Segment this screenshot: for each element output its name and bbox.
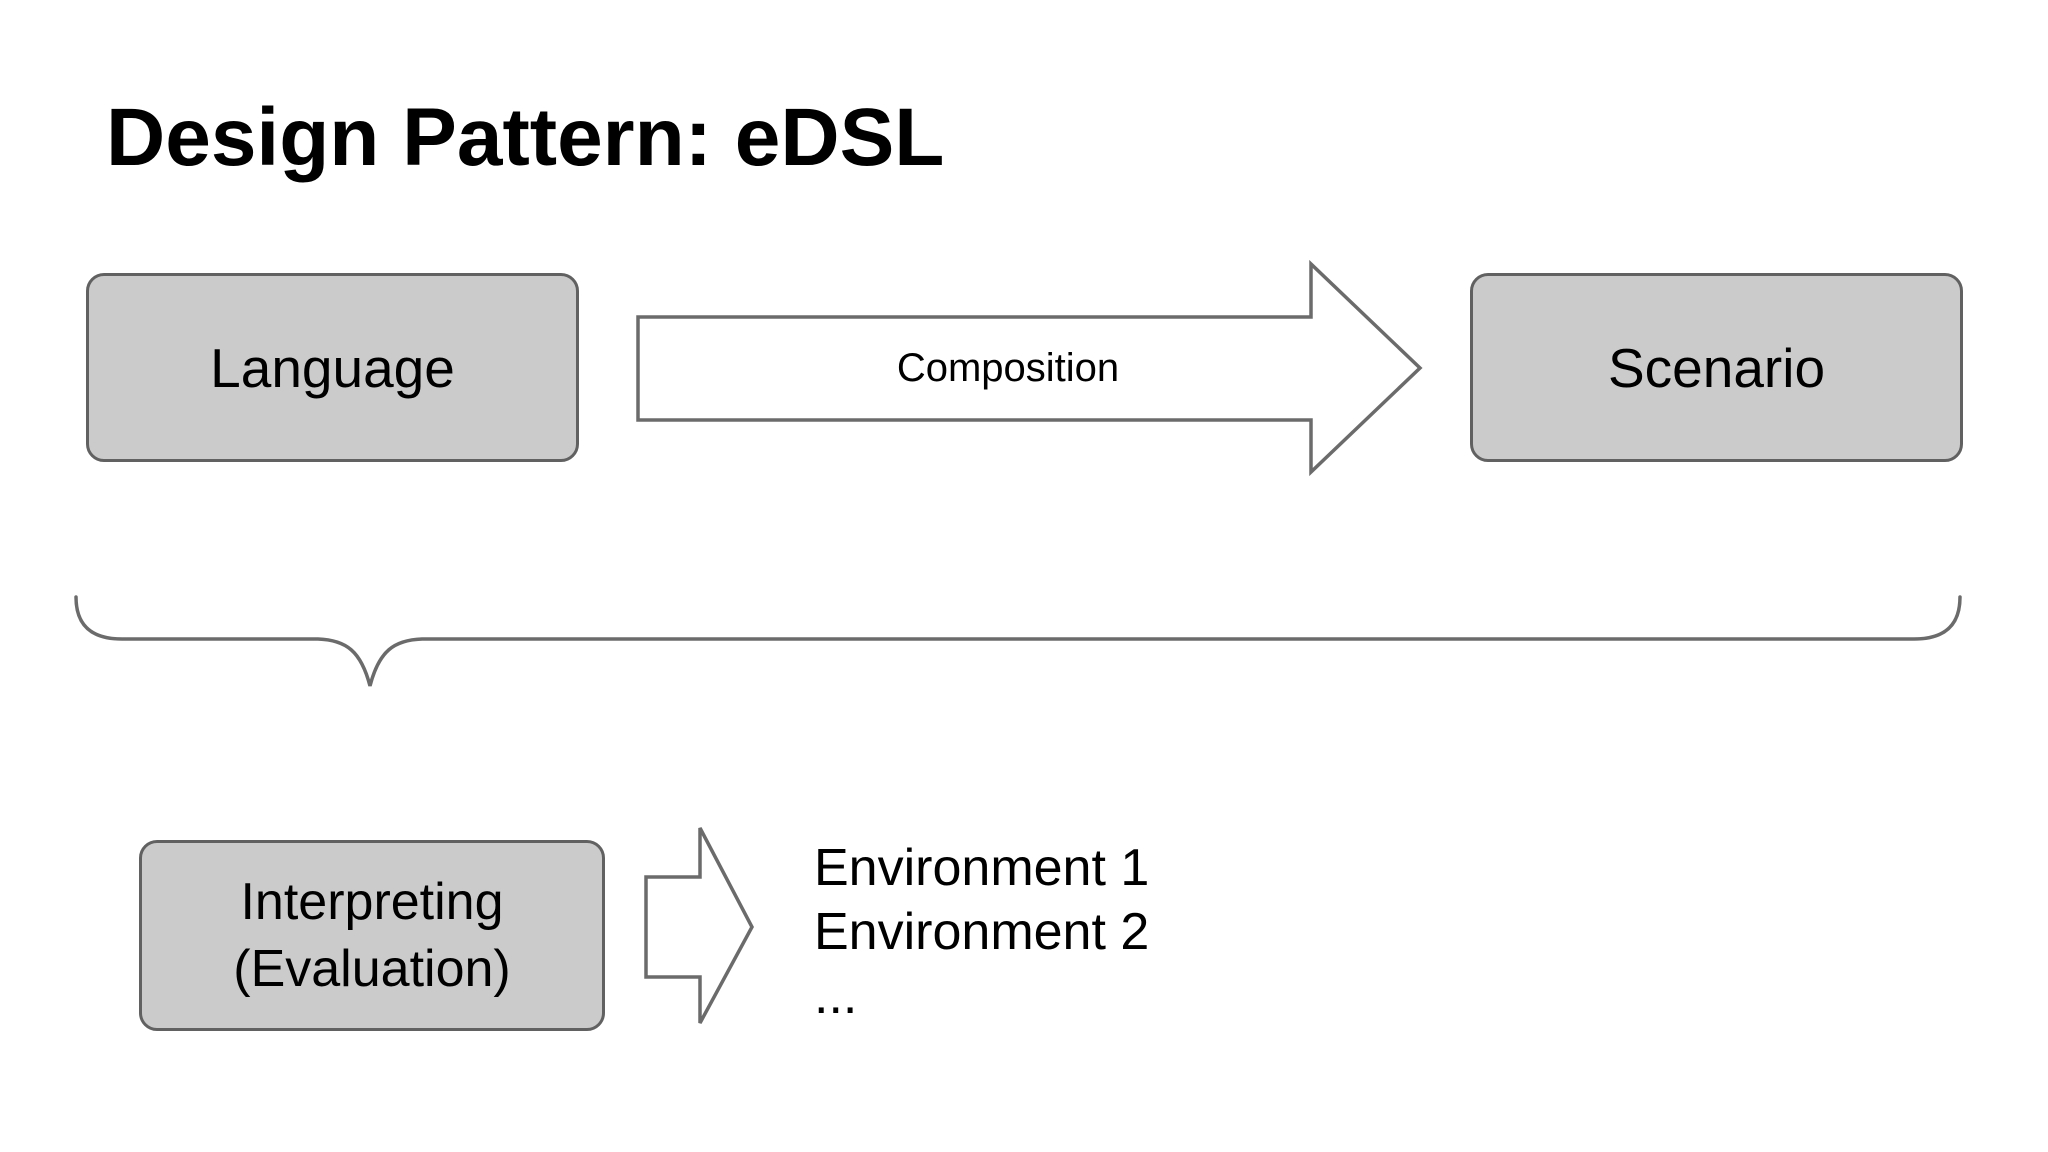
interpreting-node-label-line2: (Evaluation) (233, 939, 511, 998)
environment-item-2: Environment 2 (814, 903, 1150, 961)
composition-arrow-shape (636, 259, 1423, 477)
interpreting-node-label-line1: Interpreting (240, 873, 504, 932)
scenario-node: Scenario (1470, 273, 1963, 462)
slide-title: Design Pattern: eDSL (106, 91, 945, 183)
language-node-label: Language (210, 336, 455, 399)
language-node: Language (86, 273, 579, 462)
environment-item-ellipsis: ... (814, 967, 858, 1025)
evaluation-arrow-shape (644, 827, 754, 1024)
underbrace-shape (74, 595, 1962, 687)
environment-item-1: Environment 1 (814, 839, 1150, 897)
scenario-node-label: Scenario (1607, 336, 1826, 399)
environment-list: Environment 1 Environment 2 ... (814, 836, 1149, 1028)
interpreting-node: Interpreting (Evaluation) (139, 840, 605, 1031)
composition-arrow-label: Composition (896, 346, 1120, 390)
